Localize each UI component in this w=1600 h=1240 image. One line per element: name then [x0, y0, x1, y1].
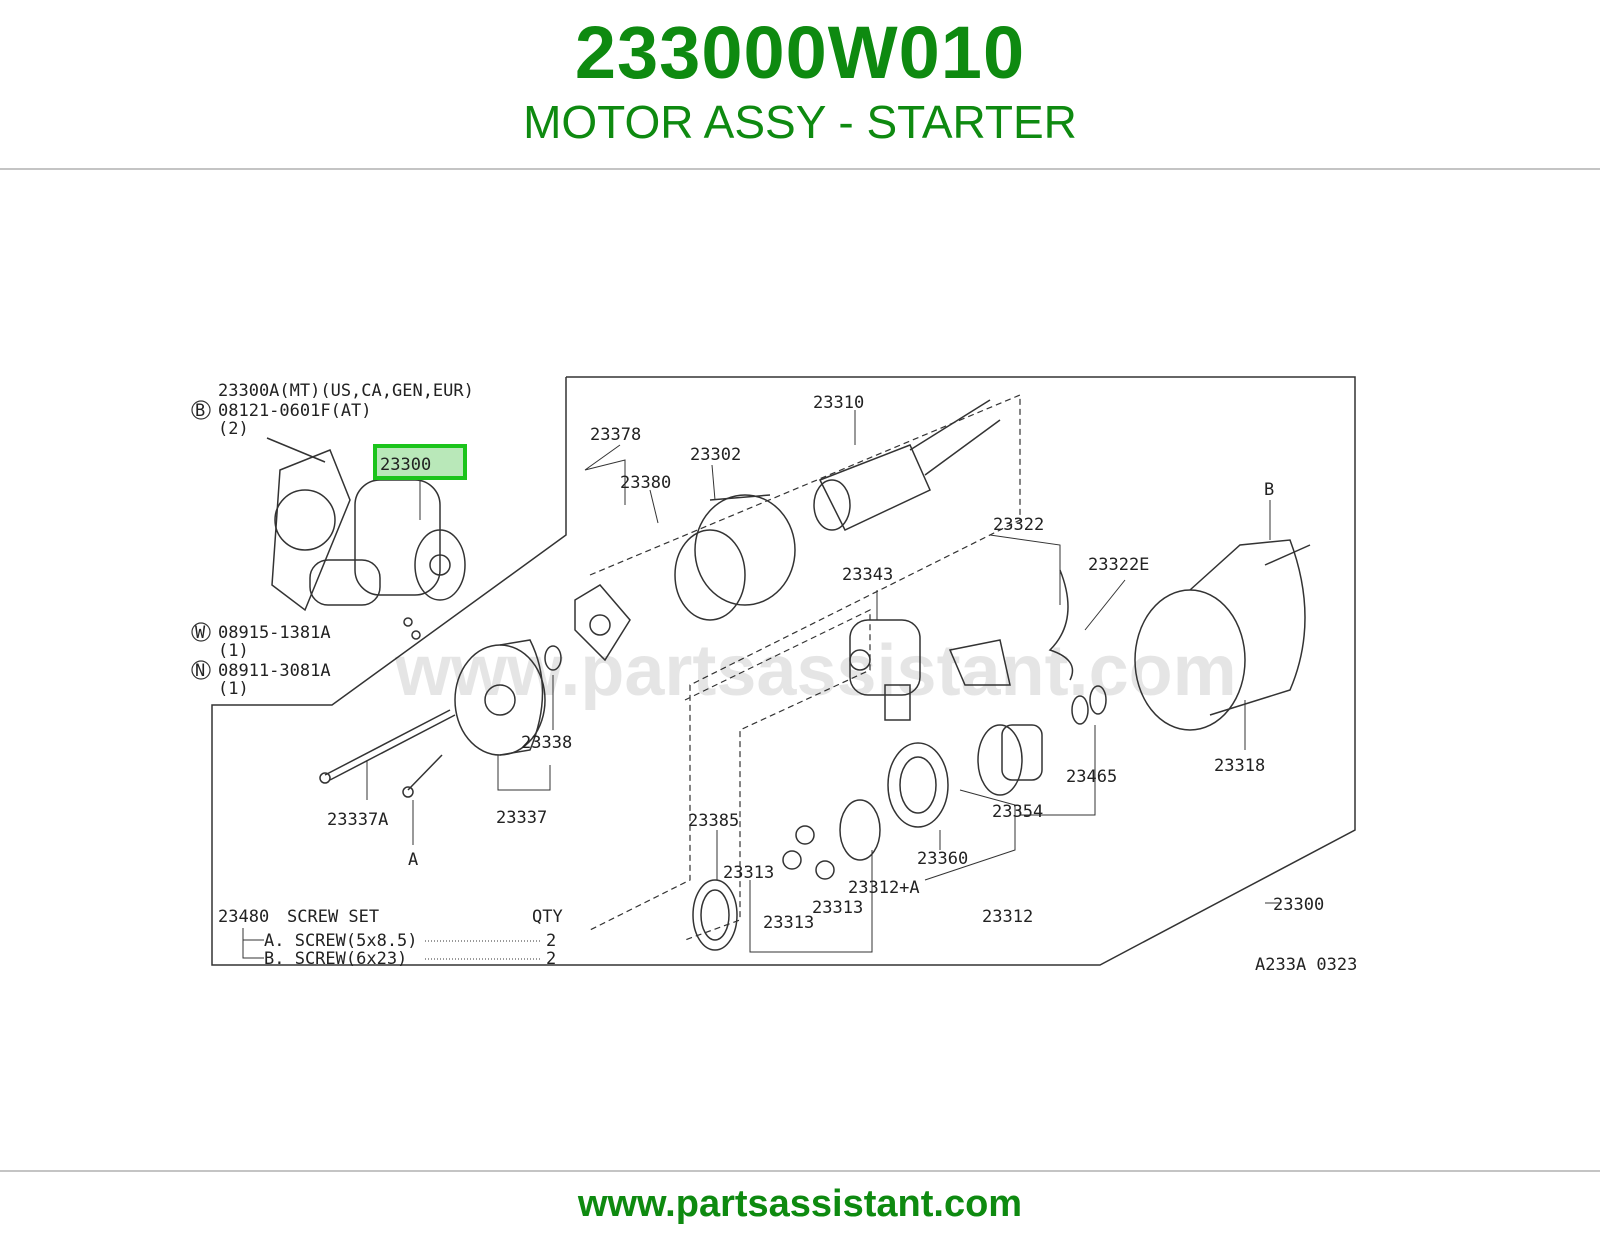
label-23322E: 23322E [1088, 555, 1149, 575]
parts-diagram: www.partsassistant.com 23300 23300A(MT)(… [180, 340, 1420, 1010]
screw-set-title: SCREW SET [287, 907, 379, 927]
label-23337: 23337 [496, 808, 547, 828]
label-23360: 23360 [917, 849, 968, 869]
lever-illustration [948, 639, 1011, 686]
highlighted-part-box[interactable] [373, 444, 467, 480]
diagram-svg: www.partsassistant.com 23300 23300A(MT)(… [180, 340, 1420, 1010]
solenoid-illustration [849, 619, 921, 721]
label-23385: 23385 [688, 811, 739, 831]
front-housing-illustration [1134, 539, 1306, 731]
label-23313-c: 23313 [763, 913, 814, 933]
bolt-b-qty: (2) [218, 419, 249, 439]
assembled-starter-illustration [266, 437, 466, 640]
bolt-b-prefix: B [195, 401, 205, 421]
shaft-assy-illustration [839, 799, 881, 861]
bushing-illustration [544, 645, 562, 671]
washer-qty: (1) [218, 641, 249, 661]
spring-clip-illustration [1048, 569, 1074, 681]
screw-set-row-b-label: B. SCREW(6x23) [264, 949, 407, 969]
footer-divider [0, 1170, 1600, 1172]
rear-housing-illustration [454, 639, 546, 756]
label-23337A: 23337A [327, 810, 388, 830]
screw-a-illustration [402, 754, 443, 798]
label-23380: 23380 [620, 473, 671, 493]
label-23318: 23318 [1214, 756, 1265, 776]
label-23312A: 23312+A [848, 878, 920, 898]
part-number-title: 233000W010 [574, 11, 1026, 94]
label-23302: 23302 [690, 445, 741, 465]
screw-set-number: 23480 [218, 907, 269, 927]
bolt-b-part: 08121-0601F(AT) [218, 401, 372, 421]
bolt-b-marker [191, 400, 211, 420]
page-header: 233000W010 MOTOR ASSY - STARTER [0, 0, 1600, 168]
label-A: A [408, 850, 418, 870]
washer-marker [191, 622, 211, 642]
footer-site-link[interactable]: www.partsassistant.com [577, 1183, 1023, 1225]
diagram-reference-code: A233A 0323 [1255, 955, 1357, 975]
screw-set-table: 23480 SCREW SET QTY A. SCREW(5x8.5) 2 B.… [218, 907, 563, 969]
screw-set-row-a-label: A. SCREW(5x8.5) [264, 931, 418, 951]
seal-illustration [692, 879, 738, 951]
nut-prefix: N [195, 661, 205, 681]
highlighted-part-label: 23300 [380, 455, 431, 475]
label-23354: 23354 [992, 802, 1043, 822]
part-description: MOTOR ASSY - STARTER [523, 96, 1077, 148]
label-23312: 23312 [982, 907, 1033, 927]
label-23310: 23310 [813, 393, 864, 413]
internal-gear-illustration [887, 742, 949, 828]
brush-holder-illustration [674, 494, 796, 621]
ring-illustration [1071, 685, 1107, 725]
diagram-frame [211, 376, 1356, 966]
through-bolt-illustration [319, 709, 456, 784]
planet-gears-illustration [782, 825, 835, 880]
washer-part: 08915-1381A [218, 623, 331, 643]
bolt-b-illustration [1264, 544, 1311, 566]
label-23300: 23300 [1273, 895, 1324, 915]
label-23338: 23338 [521, 733, 572, 753]
screw-set-qty-header: QTY [532, 907, 563, 927]
gear-train-dashed-box [684, 609, 871, 941]
label-23343: 23343 [842, 565, 893, 585]
header-divider [0, 168, 1600, 170]
label-23313-b: 23313 [812, 898, 863, 918]
armature-illustration [813, 399, 1001, 531]
nut-qty: (1) [218, 679, 249, 699]
label-23313-a: 23313 [723, 863, 774, 883]
washer-prefix: W [195, 623, 206, 643]
label-23378: 23378 [590, 425, 641, 445]
armature-dashed-box [589, 394, 1021, 931]
label-23322: 23322 [993, 515, 1044, 535]
leader-lines [366, 410, 1280, 953]
variant-note: 23300A(MT)(US,CA,GEN,EUR) [218, 381, 474, 401]
pinion-clutch-illustration [977, 724, 1043, 796]
screw-set-row-a-qty: 2 [546, 931, 556, 951]
brush-plate-illustration [574, 584, 631, 662]
nut-part: 08911-3081A [218, 661, 331, 681]
screw-set-row-b-qty: 2 [546, 949, 556, 969]
nut-marker [191, 660, 211, 680]
label-23465: 23465 [1066, 767, 1117, 787]
diagram-watermark: www.partsassistant.com [394, 631, 1237, 711]
label-B: B [1264, 480, 1274, 500]
